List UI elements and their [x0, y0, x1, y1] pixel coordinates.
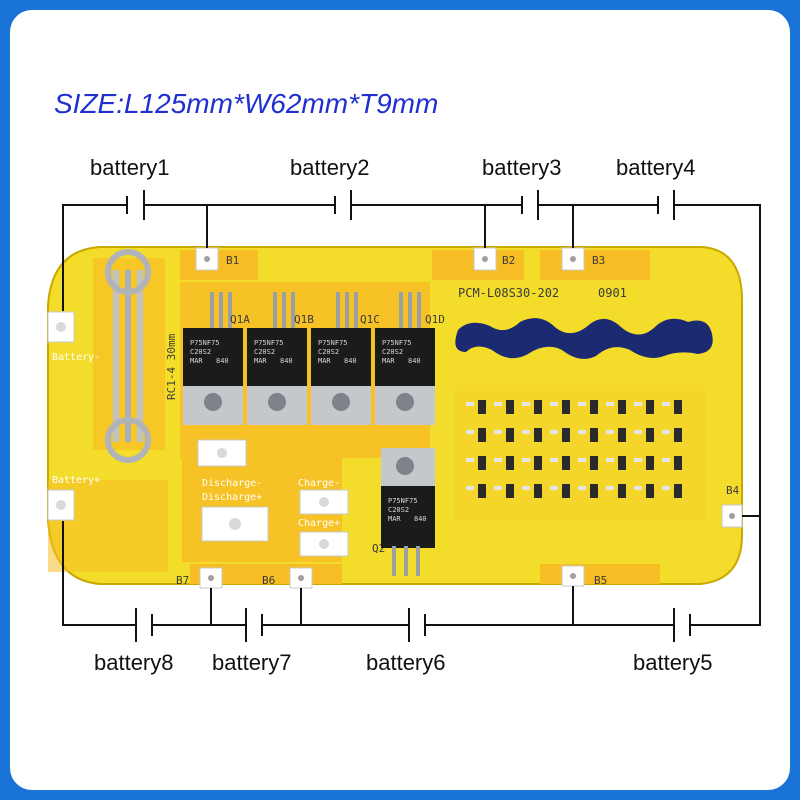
battery-minus-label: Battery- — [52, 352, 100, 363]
q1a-marking-2: C20S2 — [190, 348, 211, 356]
shunt-label: RC1-4 30mm — [165, 333, 178, 400]
q1a-marking-3: MAR — [190, 357, 203, 365]
battery4-label: battery4 — [616, 155, 696, 180]
pad-b6-label: B6 — [262, 574, 275, 587]
q1b-marking-4: 840 — [280, 357, 293, 365]
q1d-label: Q1D — [425, 313, 445, 326]
battery3-label: battery3 — [482, 155, 562, 180]
q2-marking-4: 840 — [414, 515, 427, 523]
pad-b2-label: B2 — [502, 254, 515, 267]
shunt-resistors — [93, 249, 165, 463]
q2-marking-3: MAR — [388, 515, 401, 523]
pcb-model: PCM-L08S30-202 — [458, 286, 559, 300]
mosfet-q1c — [311, 292, 371, 425]
q1c-marking-2: C20S2 — [318, 348, 339, 356]
pad-b4-label: B4 — [726, 484, 740, 497]
q1b-marking-2: C20S2 — [254, 348, 275, 356]
q1d-marking-3: MAR — [382, 357, 395, 365]
q1a-marking-4: 840 — [216, 357, 229, 365]
charge-minus-label: Charge- — [298, 478, 340, 489]
mosfet-q1b — [247, 292, 307, 425]
discharge-minus-label: Discharge- — [202, 478, 262, 489]
q1a-marking-1: P75NF75 — [190, 339, 220, 347]
q1c-marking-4: 840 — [344, 357, 357, 365]
pad-b5-label: B5 — [594, 574, 607, 587]
q1b-marking-3: MAR — [254, 357, 267, 365]
q2-marking-2: C20S2 — [388, 506, 409, 514]
q1b-marking-1: P75NF75 — [254, 339, 284, 347]
size-title: SIZE:L125mm*W62mm*T9mm — [54, 88, 439, 119]
q1c-label: Q1C — [360, 313, 380, 326]
pad-b3-label: B3 — [592, 254, 605, 267]
mosfet-q2 — [381, 448, 435, 576]
q1d-marking-1: P75NF75 — [382, 339, 412, 347]
battery6-label: battery6 — [366, 650, 446, 675]
sealant-blob — [455, 318, 713, 359]
q1c-marking-3: MAR — [318, 357, 331, 365]
balancing-circuit — [455, 385, 705, 520]
battery2-label: battery2 — [290, 155, 370, 180]
mosfet-q1d — [375, 292, 435, 425]
battery1-label: battery1 — [90, 155, 170, 180]
balance-pads — [195, 247, 743, 589]
mosfet-q1a — [183, 292, 243, 425]
q1a-label: Q1A — [230, 313, 250, 326]
battery-plus-label: Battery+ — [52, 475, 100, 486]
battery7-label: battery7 — [212, 650, 292, 675]
battery5-label: battery5 — [633, 650, 713, 675]
q1d-marking-4: 840 — [408, 357, 421, 365]
q2-marking-1: P75NF75 — [388, 497, 418, 505]
pad-b1-label: B1 — [226, 254, 239, 267]
pad-b7-label: B7 — [176, 574, 189, 587]
terminal-pads — [47, 311, 349, 557]
pcb-code: 0901 — [598, 286, 627, 300]
q1b-label: Q1B — [294, 313, 314, 326]
q1d-marking-2: C20S2 — [382, 348, 403, 356]
q1c-marking-1: P75NF75 — [318, 339, 348, 347]
discharge-plus-label: Discharge+ — [202, 492, 262, 503]
battery-wiring — [62, 190, 761, 642]
charge-plus-label: Charge+ — [298, 518, 340, 529]
battery8-label: battery8 — [94, 650, 174, 675]
